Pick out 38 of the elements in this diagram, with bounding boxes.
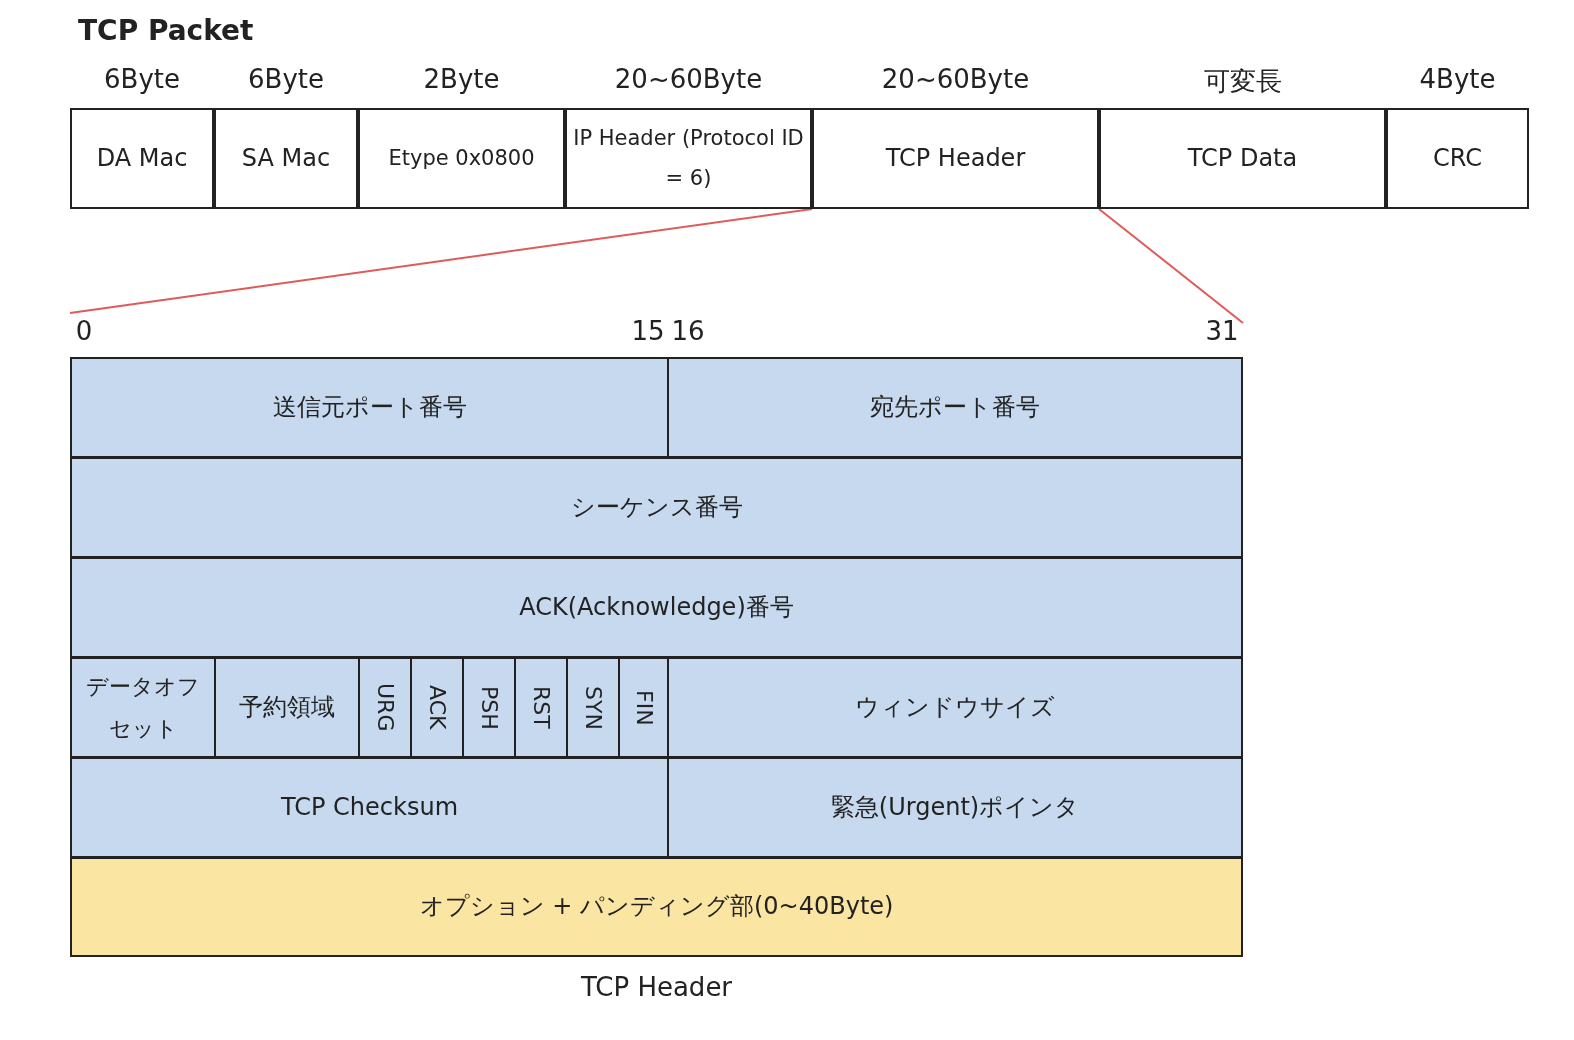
bit-number: 31 <box>1205 316 1239 346</box>
field-cell: CRC <box>1386 108 1529 209</box>
field-cell: TCP Header <box>812 108 1099 209</box>
field-cell: ACK <box>410 657 464 758</box>
bit-number: 15 <box>631 316 665 346</box>
byte-size-label: 20~60Byte <box>614 64 763 94</box>
title: TCP Packet <box>78 14 254 47</box>
field-cell: TCP Checksum <box>70 757 669 858</box>
bit-number: 0 <box>75 316 93 346</box>
field-cell: DA Mac <box>70 108 214 209</box>
field-cell: IP Header (Protocol ID = 6) <box>565 108 812 209</box>
field-cell: 予約領域 <box>214 657 360 758</box>
table-caption: TCP Header <box>580 971 733 1003</box>
field-cell: SA Mac <box>214 108 358 209</box>
byte-size-label: 可変長 <box>1203 65 1282 98</box>
byte-size-label: 4Byte <box>1419 64 1496 94</box>
field-cell: データオフセット <box>70 657 216 758</box>
field-cell: 宛先ポート番号 <box>667 357 1243 458</box>
field-cell: URG <box>358 657 412 758</box>
field-cell: 送信元ポート番号 <box>70 357 669 458</box>
byte-size-label: 20~60Byte <box>881 64 1030 94</box>
leader-line <box>1098 208 1244 324</box>
field-cell: SYN <box>566 657 620 758</box>
field-cell: 緊急(Urgent)ポインタ <box>667 757 1243 858</box>
options-field: オプション + パンディング部(0~40Byte) <box>70 857 1243 957</box>
field-cell: Etype 0x0800 <box>358 108 565 209</box>
field-cell: PSH <box>462 657 516 758</box>
byte-size-label: 6Byte <box>104 64 180 94</box>
byte-size-label: 2Byte <box>423 64 500 94</box>
field-cell: ウィンドウサイズ <box>667 657 1243 758</box>
field-cell: FIN <box>618 657 670 758</box>
field-cell: シーケンス番号 <box>70 457 1243 558</box>
bit-number: 16 <box>671 316 705 346</box>
leader-line <box>69 208 813 314</box>
byte-size-label: 6Byte <box>248 64 324 94</box>
field-cell: ACK(Acknowledge)番号 <box>70 557 1243 658</box>
field-cell: RST <box>514 657 568 758</box>
field-cell: TCP Data <box>1099 108 1386 209</box>
